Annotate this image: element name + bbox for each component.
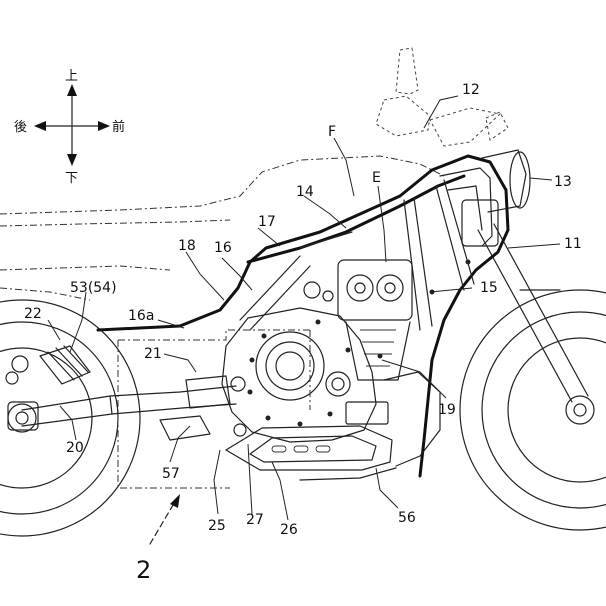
direction-up-label: 上 (65, 69, 78, 84)
ref-26: 26 (280, 522, 298, 538)
ref-18: 18 (178, 238, 196, 254)
ref-21: 21 (144, 346, 162, 362)
headlight (481, 149, 531, 213)
ref-16a: 16a (128, 308, 154, 324)
view-box (117, 329, 311, 489)
engine-cylinder (337, 259, 413, 381)
direction-compass: 上 下 後 前 (14, 69, 125, 186)
ref-F: F (328, 124, 336, 140)
body-silhouette (0, 155, 445, 301)
direction-down-label: 下 (65, 171, 78, 186)
ref-17: 17 (258, 214, 276, 230)
ref-E: E (372, 170, 381, 186)
rear-shock (5, 345, 91, 385)
ref-15: 15 (480, 280, 498, 296)
footpeg-bracket (159, 375, 247, 441)
engine-bolts (247, 259, 471, 427)
skid-plate (225, 401, 393, 471)
swingarm (7, 385, 237, 431)
direction-rear-label: 後 (14, 120, 27, 135)
ref-11: 11 (564, 236, 582, 252)
ref-20: 20 (66, 440, 84, 456)
view-arrow (149, 494, 180, 545)
ref-53-54: 53(54) (70, 280, 117, 296)
view-label-2: 2 (136, 556, 151, 584)
reference-labels: 12 13 11 F E 14 17 18 16 15 53(54) 22 16… (24, 82, 582, 584)
ref-25: 25 (208, 518, 226, 534)
ref-19: 19 (438, 402, 456, 418)
engine-crankcase (221, 281, 377, 443)
front-fork (461, 199, 589, 403)
main-frame (96, 154, 510, 478)
ref-13: 13 (554, 174, 572, 190)
frame-tubes (239, 167, 493, 331)
ref-56: 56 (398, 510, 416, 526)
handlebar-outline (375, 47, 509, 147)
ref-22: 22 (24, 306, 42, 322)
ref-57: 57 (162, 466, 180, 482)
ref-14: 14 (296, 184, 314, 200)
direction-front-label: 前 (112, 119, 125, 135)
ref-27: 27 (246, 512, 264, 528)
ref-12: 12 (462, 82, 480, 98)
exhaust-pipe (299, 371, 441, 481)
front-wheel (459, 289, 606, 531)
ref-16: 16 (214, 240, 232, 256)
leader-lines (47, 95, 561, 521)
